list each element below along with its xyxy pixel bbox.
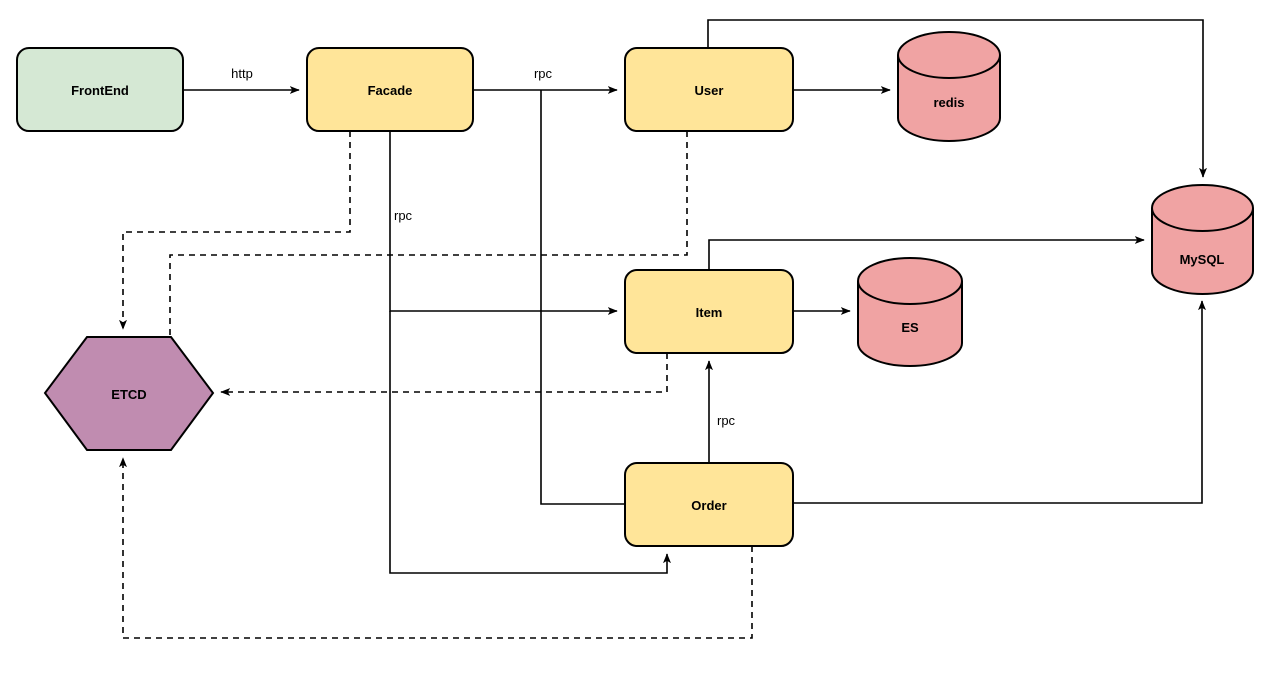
node-frontend[interactable]: FrontEnd xyxy=(16,47,184,132)
edge-label-http: http xyxy=(231,66,253,81)
edge-label-rpc-facade-user: rpc xyxy=(534,66,553,81)
edge-label-rpc-order-item: rpc xyxy=(717,413,736,428)
node-etcd[interactable]: ETCD xyxy=(43,336,215,451)
node-user-label: User xyxy=(695,83,724,98)
edge-order-left-trunk xyxy=(540,90,625,505)
node-frontend-label: FrontEnd xyxy=(71,83,129,98)
node-facade-label: Facade xyxy=(368,83,413,98)
edge-label-rpc-facade-item-text: rpc xyxy=(394,208,413,223)
node-order[interactable]: Order xyxy=(624,462,794,547)
edge-label-rpc-facade-item: rpc xyxy=(394,208,413,223)
edge-label-rpc-facade-user-text: rpc xyxy=(534,66,553,81)
node-redis[interactable]: redis xyxy=(897,31,1001,142)
edge-item-to-mysql xyxy=(708,236,1145,270)
edge-facade-to-etcd xyxy=(119,131,351,330)
edge-order-to-mysql xyxy=(793,300,1206,504)
node-mysql[interactable]: MySQL xyxy=(1151,184,1254,295)
node-etcd-label: ETCD xyxy=(111,387,146,402)
edge-order-to-etcd xyxy=(119,457,753,639)
node-redis-label: redis xyxy=(933,95,964,110)
edge-label-http-text: http xyxy=(231,66,253,81)
node-user[interactable]: User xyxy=(624,47,794,132)
edge-user-to-etcd xyxy=(166,131,688,376)
node-item[interactable]: Item xyxy=(624,269,794,354)
edge-facade-to-item xyxy=(389,131,618,315)
edge-facade-to-order xyxy=(389,311,671,574)
node-facade[interactable]: Facade xyxy=(306,47,474,132)
node-item-label: Item xyxy=(696,305,723,320)
edge-label-rpc-order-item-text: rpc xyxy=(717,413,736,428)
edge-user-to-mysql xyxy=(707,19,1207,178)
node-es[interactable]: ES xyxy=(857,257,963,367)
edge-item-to-etcd xyxy=(220,353,668,396)
node-mysql-label: MySQL xyxy=(1180,252,1225,267)
node-order-label: Order xyxy=(691,498,726,513)
node-es-label: ES xyxy=(901,320,919,335)
